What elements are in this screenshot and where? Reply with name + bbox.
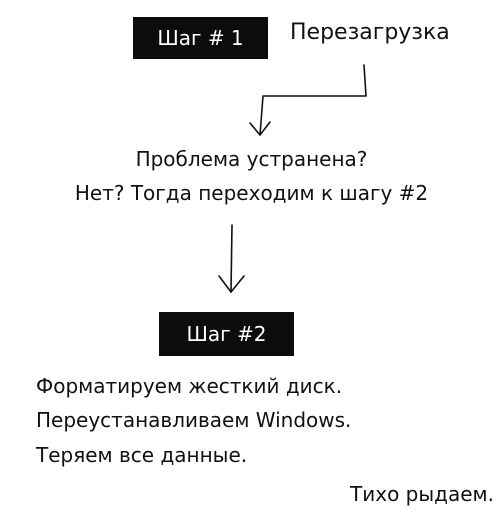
down-arrow-head: [218, 275, 245, 293]
step2-line: Переустанавливаем Windows.: [36, 408, 352, 432]
step1-label-box: Шаг # 1: [133, 17, 268, 59]
elbow-arrow-head: [249, 121, 271, 136]
down-arrow-line: [230, 224, 233, 293]
step1-action-text: Перезагрузка: [290, 20, 450, 45]
step2-label-box: Шаг #2: [159, 312, 294, 356]
step2-line: Теряем все данные.: [36, 443, 248, 467]
final-text: Тихо рыдаем.: [350, 482, 494, 506]
step2-label: Шаг #2: [186, 322, 267, 346]
step2-line: Форматируем жесткий диск.: [36, 374, 343, 398]
question-followup-text: Нет? Тогда переходим к шагу #2: [74, 181, 429, 205]
question-text: Проблема устранена?: [135, 147, 368, 171]
elbow-arrow-line: [259, 64, 367, 136]
step1-label: Шаг # 1: [157, 26, 244, 50]
